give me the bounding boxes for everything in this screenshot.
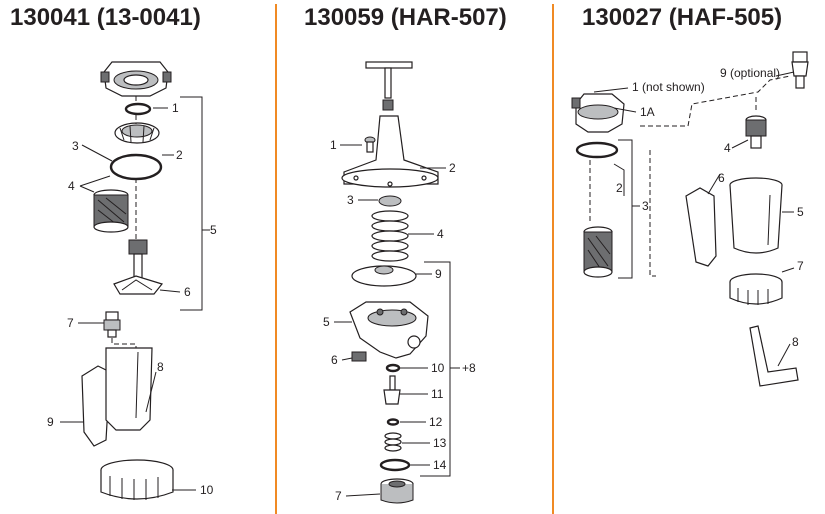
p3-label-3: 3 <box>642 199 649 213</box>
p2-oring-12 <box>386 418 400 426</box>
p2-gasket-14 <box>379 458 411 472</box>
p3-label-9-optional: 9 (optional) <box>720 66 780 80</box>
p1-cage-part <box>114 122 160 144</box>
p2-label-1: 1 <box>330 138 337 152</box>
p1-filter-element <box>93 189 129 233</box>
panel-3-diagram: 1 (not shown) 1A 9 (optional) 4 2 3 6 5 … <box>571 51 809 387</box>
p2-oring-10 <box>385 363 401 373</box>
p3-drain-valve <box>745 115 767 149</box>
p3-label-7: 7 <box>797 259 804 273</box>
p2-label-plus8: +8 <box>462 361 476 375</box>
panel-2-diagram: 1 2 3 4 9 5 6 10 +8 11 12 13 14 7 <box>323 61 476 504</box>
p3-label-8: 8 <box>792 335 799 349</box>
p3-label-1A: 1A <box>640 105 655 119</box>
p2-valve-spring <box>384 432 402 452</box>
p1-label-10: 10 <box>200 483 214 497</box>
p1-bowl-guard <box>81 365 111 447</box>
p1-bowl-ring <box>100 459 174 500</box>
p2-bonnet <box>341 115 439 188</box>
p2-spring <box>371 210 409 262</box>
p2-label-5: 5 <box>323 315 330 329</box>
p1-label-7: 7 <box>67 316 74 330</box>
p3-label-5: 5 <box>797 205 804 219</box>
p1-label-4: 4 <box>68 179 75 193</box>
p2-adjusting-screw <box>365 61 413 111</box>
p3-fitting-optional <box>791 51 809 89</box>
p2-body <box>349 301 429 359</box>
p1-large-gasket <box>109 153 163 181</box>
p3-bowl-guard <box>685 187 717 267</box>
p2-label-6: 6 <box>331 353 338 367</box>
p2-screw <box>364 136 376 153</box>
p2-spring-button <box>378 195 402 207</box>
panel-divider-right <box>552 4 554 514</box>
p3-bowl <box>729 177 783 254</box>
p2-label-9: 9 <box>435 267 442 281</box>
p1-label-2: 2 <box>176 148 183 162</box>
panel-divider-left <box>275 4 277 514</box>
p1-deflector-part <box>113 239 164 295</box>
p1-label-1: 1 <box>172 101 179 115</box>
p2-plug <box>351 351 367 362</box>
p1-bowl <box>105 347 153 431</box>
p2-label-4: 4 <box>437 227 444 241</box>
p1-label-6: 6 <box>184 285 191 299</box>
p1-drain-fitting <box>103 311 121 338</box>
p2-label-3: 3 <box>347 193 354 207</box>
p2-valve-stem <box>383 375 401 405</box>
panel-1-diagram: 1 2 3 4 5 6 7 8 9 10 <box>47 61 217 500</box>
p2-label-2: 2 <box>449 161 456 175</box>
p2-label-11: 11 <box>431 387 444 401</box>
p3-label-6: 6 <box>718 171 725 185</box>
panel-1-title: 130041 (13-0041) <box>10 4 201 31</box>
p3-label-1-not-shown: 1 (not shown) <box>632 80 705 94</box>
p3-label-4: 4 <box>724 141 731 155</box>
p3-label-2: 2 <box>616 181 623 195</box>
p2-label-12: 12 <box>429 415 443 429</box>
p1-label-9: 9 <box>47 415 54 429</box>
panel-3-title: 130027 (HAF-505) <box>582 4 783 31</box>
p3-filter-element <box>583 226 613 278</box>
p3-head <box>571 93 625 133</box>
p1-label-5: 5 <box>210 223 217 237</box>
p1-head-part <box>100 61 172 97</box>
p3-bowl-ring <box>729 273 783 305</box>
p2-bottom-plug <box>380 478 414 504</box>
p2-label-7: 7 <box>335 489 342 503</box>
p2-label-13: 13 <box>433 436 447 450</box>
p1-small-oring <box>124 102 152 116</box>
p2-diaphragm <box>351 265 417 287</box>
p3-gasket <box>575 141 619 159</box>
p2-label-10: 10 <box>431 361 445 375</box>
p1-label-8: 8 <box>157 360 164 374</box>
panel-2-title: 130059 (HAR-507) <box>304 4 507 31</box>
p2-label-14: 14 <box>433 458 447 472</box>
p1-label-3: 3 <box>72 139 79 153</box>
p3-drain-tube <box>749 325 799 387</box>
